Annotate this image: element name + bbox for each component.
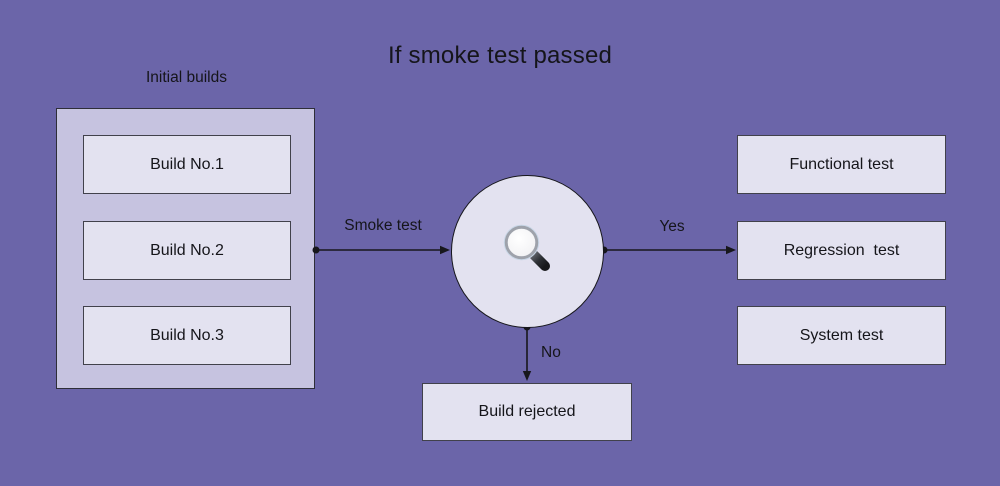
smoke-test-edge-label: Smoke test — [344, 217, 422, 234]
build-node-1-label: Build No.1 — [150, 155, 224, 173]
build-node-2[interactable]: Build No.2 — [83, 221, 291, 280]
yes-edge-label: Yes — [659, 218, 685, 235]
diagram-title: If smoke test passed — [387, 42, 613, 69]
arrow-yes — [600, 245, 736, 255]
arrow-smoke-test — [312, 245, 450, 255]
build-node-3-label: Build No.3 — [150, 326, 224, 344]
initial-builds-container[interactable]: Build No.1 Build No.2 Build No.3 — [56, 108, 315, 389]
no-edge-label: No — [541, 344, 561, 361]
build-rejected-label: Build rejected — [478, 403, 576, 420]
magnifying-glass-icon — [500, 221, 556, 282]
build-node-3[interactable]: Build No.3 — [83, 306, 291, 365]
initial-builds-label: Initial builds — [146, 69, 227, 86]
arrow-no — [522, 323, 532, 381]
regression-test-node[interactable]: Regression test — [737, 221, 946, 280]
functional-test-label: Functional test — [789, 155, 894, 173]
system-test-node[interactable]: System test — [737, 306, 946, 365]
system-test-label: System test — [799, 326, 884, 344]
functional-test-node[interactable]: Functional test — [737, 135, 946, 194]
regression-test-label: Regression test — [783, 241, 900, 259]
build-node-1[interactable]: Build No.1 — [83, 135, 291, 194]
build-node-2-label: Build No.2 — [150, 241, 224, 259]
build-rejected-node[interactable]: Build rejected — [422, 383, 632, 441]
smoke-test-decision-node[interactable] — [451, 175, 604, 328]
